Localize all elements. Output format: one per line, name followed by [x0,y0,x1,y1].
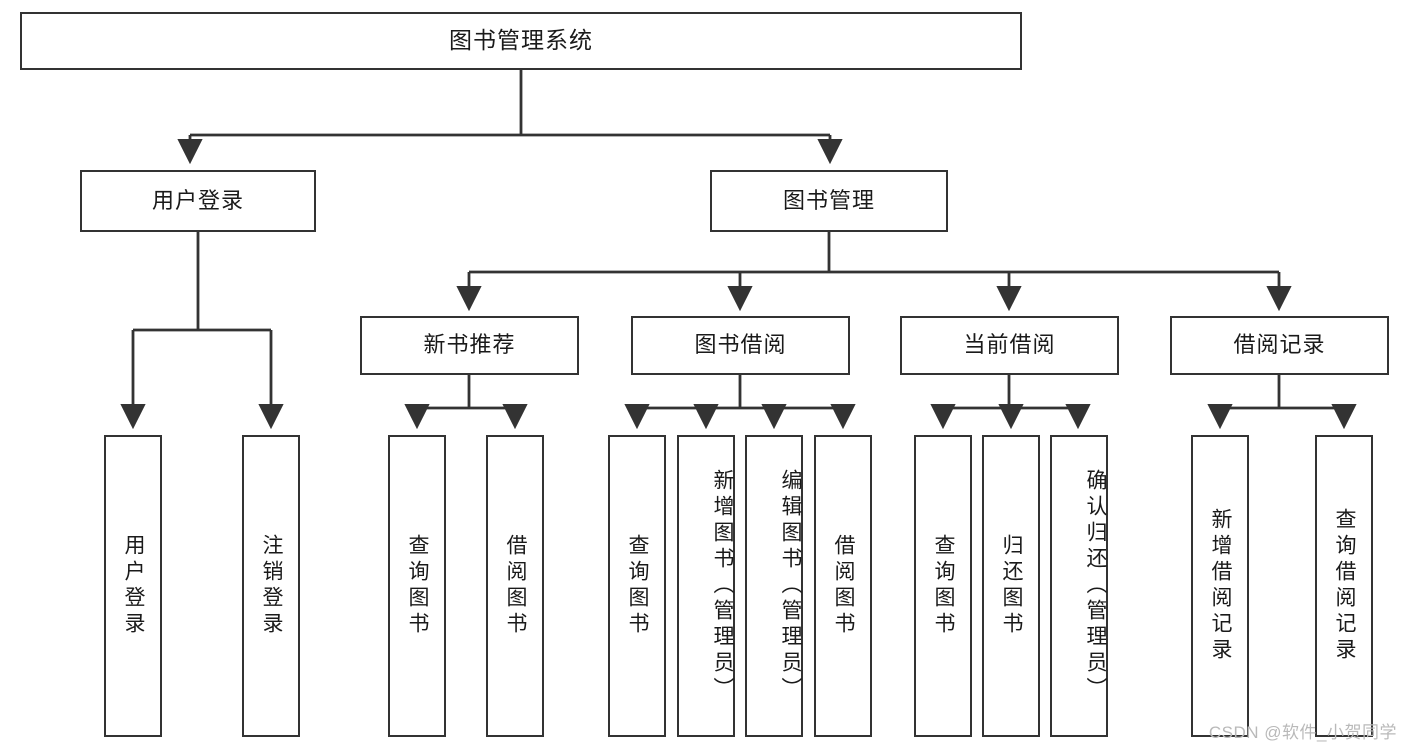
leaf-label: 用户登录 [122,534,146,638]
node-label: 图书借阅 [694,332,787,358]
leaf-borrow-book-newbook[interactable]: 借阅图书 [486,435,544,737]
leaf-label: 查询图书 [626,534,650,638]
node-root-system[interactable]: 图书管理系统 [20,12,1022,70]
leaf-add-book-admin[interactable]: 新增图书（管理员） [677,435,735,737]
leaf-user-login[interactable]: 用户登录 [104,435,162,737]
leaf-query-book-newbook[interactable]: 查询图书 [388,435,446,737]
node-label: 借阅记录 [1233,332,1326,358]
leaf-label: 查询图书 [932,534,956,638]
leaf-borrow-book[interactable]: 借阅图书 [814,435,872,737]
leaf-return-book[interactable]: 归还图书 [982,435,1040,737]
node-new-book-recommend[interactable]: 新书推荐 [360,316,579,375]
leaf-label: 归还图书 [1000,534,1024,638]
leaf-logout[interactable]: 注销登录 [242,435,300,737]
node-label: 图书管理 [782,187,875,213]
leaf-query-borrow-record[interactable]: 查询借阅记录 [1315,435,1373,737]
leaf-label: 查询图书 [406,534,430,638]
leaf-query-book-borrow[interactable]: 查询图书 [608,435,666,737]
leaf-label: 编辑图书（管理员） [779,469,802,703]
leaf-confirm-return-admin[interactable]: 确认归还（管理员） [1050,435,1108,737]
node-book-management[interactable]: 图书管理 [710,170,948,232]
node-label: 新书推荐 [423,332,516,358]
leaf-label: 新增借阅记录 [1209,508,1233,664]
leaf-edit-book-admin[interactable]: 编辑图书（管理员） [745,435,803,737]
leaf-label: 借阅图书 [832,534,856,638]
leaf-add-borrow-record[interactable]: 新增借阅记录 [1191,435,1249,737]
node-user-login[interactable]: 用户登录 [80,170,316,232]
node-label: 当前借阅 [963,332,1056,358]
leaf-query-book-current[interactable]: 查询图书 [914,435,972,737]
csdn-watermark: CSDN @软件_小贺同学 [1208,723,1397,742]
leaf-label: 查询借阅记录 [1333,508,1357,664]
node-label: 用户登录 [151,187,244,213]
leaf-label: 确认归还（管理员） [1084,469,1107,703]
leaf-label: 新增图书（管理员） [711,469,734,703]
leaf-label: 借阅图书 [504,534,528,638]
node-label: 图书管理系统 [449,27,593,54]
node-borrow-record[interactable]: 借阅记录 [1170,316,1389,375]
node-book-borrow[interactable]: 图书借阅 [631,316,850,375]
leaf-label: 注销登录 [260,534,284,638]
node-current-borrow[interactable]: 当前借阅 [900,316,1119,375]
